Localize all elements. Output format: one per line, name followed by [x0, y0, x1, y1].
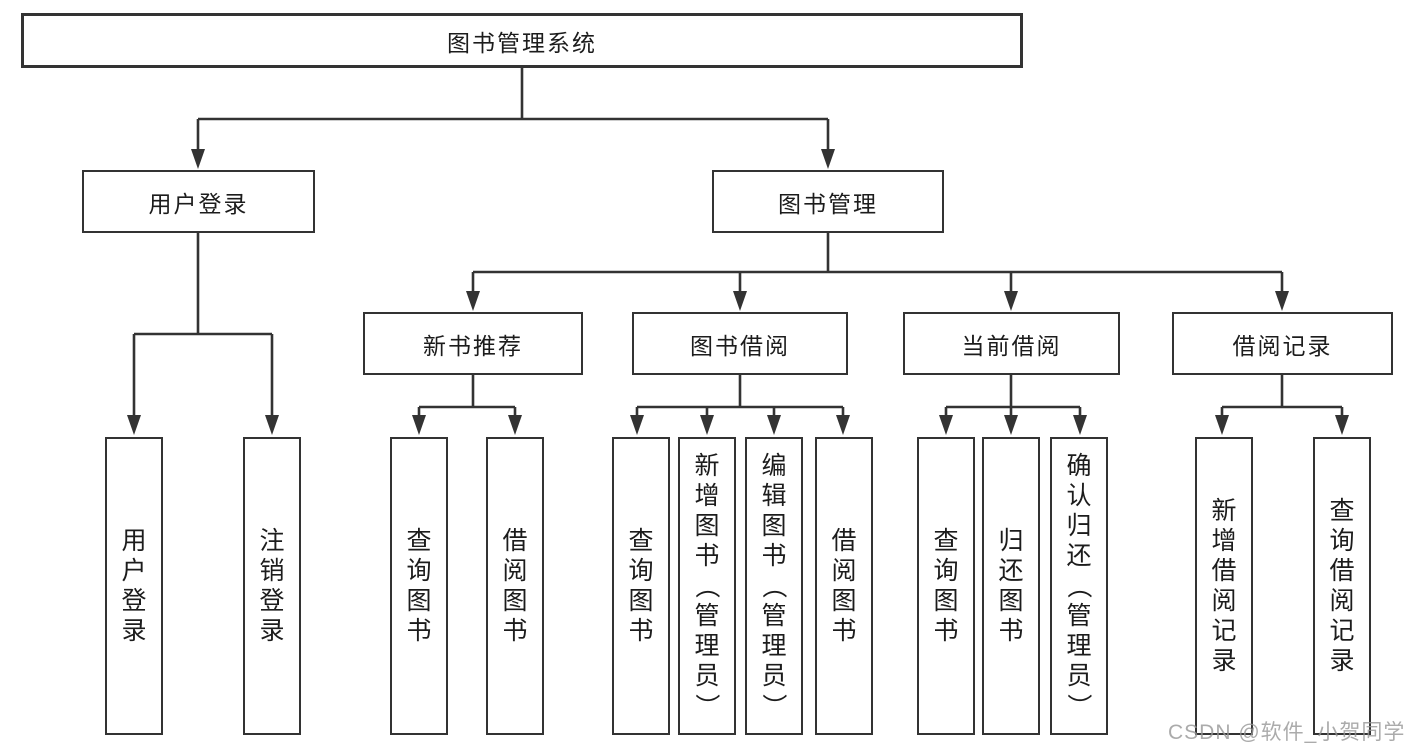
node-label: 新增借阅记录: [1211, 497, 1237, 675]
node-label: 查询图书: [933, 527, 959, 645]
node-user-login: 用户登录: [105, 437, 163, 735]
node-label: 借阅图书: [831, 527, 857, 645]
node-book-borrowing: 图书借阅: [632, 312, 848, 375]
node-label: 编辑图书（管理员）: [759, 452, 788, 719]
node-label: 新书推荐: [423, 332, 523, 359]
node-library-system: 图书管理系统: [21, 13, 1023, 68]
node-label: 图书借阅: [690, 332, 790, 359]
node-borrow-books-recommend: 借阅图书: [486, 437, 544, 735]
node-query-books-current: 查询图书: [917, 437, 975, 735]
node-label: 图书管理: [778, 190, 878, 217]
node-label: 查询图书: [628, 527, 654, 645]
node-borrow-books: 借阅图书: [815, 437, 873, 735]
node-label: 注销登录: [259, 527, 285, 645]
node-query-books-recommend: 查询图书: [390, 437, 448, 735]
node-label: 用户登录: [121, 527, 147, 645]
node-label: 确认归还（管理员）: [1064, 452, 1093, 719]
node-current-borrowing: 当前借阅: [903, 312, 1120, 375]
node-label: 借阅图书: [502, 527, 528, 645]
node-label: 归还图书: [998, 527, 1024, 645]
node-label: 借阅记录: [1232, 332, 1333, 359]
node-user-login-branch: 用户登录: [82, 170, 315, 233]
node-borrow-records: 借阅记录: [1172, 312, 1393, 375]
node-label: 新增图书（管理员）: [692, 452, 721, 719]
node-return-books: 归还图书: [982, 437, 1040, 735]
node-label: 查询借阅记录: [1329, 497, 1355, 675]
node-logout: 注销登录: [243, 437, 301, 735]
node-edit-book-admin: 编辑图书（管理员）: [745, 437, 803, 735]
node-book-management: 图书管理: [712, 170, 944, 233]
node-add-book-admin: 新增图书（管理员）: [678, 437, 736, 735]
node-label: 当前借阅: [961, 332, 1062, 359]
node-query-books-borrowing: 查询图书: [612, 437, 670, 735]
node-label: 图书管理系统: [447, 29, 597, 56]
node-label: 用户登录: [148, 190, 249, 217]
node-confirm-return-admin: 确认归还（管理员）: [1050, 437, 1108, 735]
node-new-book-recommend: 新书推荐: [363, 312, 583, 375]
node-query-borrow-record: 查询借阅记录: [1313, 437, 1371, 735]
csdn-watermark: CSDN @软件_小贺同学: [1168, 721, 1405, 744]
node-add-borrow-record: 新增借阅记录: [1195, 437, 1253, 735]
node-label: 查询图书: [406, 527, 432, 645]
